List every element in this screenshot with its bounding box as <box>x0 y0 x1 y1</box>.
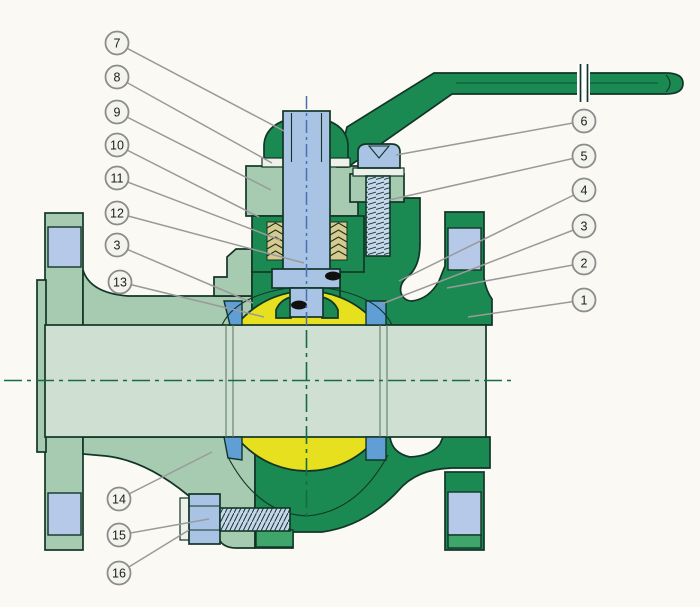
callout-number: 16 <box>112 567 126 581</box>
body-stud-bolt <box>352 143 405 257</box>
callout-number: 11 <box>111 172 124 186</box>
callout-bubble <box>107 269 133 295</box>
drain-threads <box>220 508 290 531</box>
callout-number: 4 <box>581 184 588 198</box>
callout-6: 6 <box>395 108 597 156</box>
callout-bubble <box>571 177 597 203</box>
callout-bubble <box>571 143 597 169</box>
seat-ring-bottom-right <box>365 436 387 461</box>
callout-3-left: 3 <box>104 232 254 304</box>
callout-3-right: 3 <box>378 213 597 306</box>
callout-number: 8 <box>114 71 121 85</box>
right-flange-lug-bottom-cap <box>447 534 482 549</box>
seat-ring-top-right <box>365 300 387 326</box>
bolt-washer <box>352 167 405 177</box>
callout-number: 12 <box>110 207 124 221</box>
callout-13: 13 <box>107 269 265 318</box>
left-flange-bolt-hole-top <box>47 226 82 268</box>
leader-line <box>116 42 285 132</box>
callout-bubble <box>104 132 130 158</box>
callout-11: 11 <box>104 165 281 241</box>
callout-bubble <box>571 108 597 134</box>
leader-line <box>118 518 210 536</box>
callout-bubble <box>571 250 597 276</box>
callout-1: 1 <box>467 287 597 318</box>
callout-10: 10 <box>104 132 260 218</box>
leader-line <box>388 155 585 201</box>
bolt-head <box>357 143 401 169</box>
callout-number: 6 <box>581 115 588 129</box>
callout-16: 16 <box>106 529 190 586</box>
right-flange-bolt-hole-bottom <box>447 491 482 536</box>
callout-7: 7 <box>104 30 285 132</box>
stem <box>271 110 341 318</box>
callout-12: 12 <box>104 200 305 264</box>
callout-bubble <box>104 232 130 258</box>
callout-9: 9 <box>104 99 272 191</box>
callout-bubble <box>104 200 130 226</box>
callout-bubble <box>104 165 130 191</box>
leader-line <box>116 177 281 241</box>
callout-5: 5 <box>388 143 597 201</box>
callout-14: 14 <box>106 451 213 512</box>
callout-bubble <box>571 287 597 313</box>
leader-line <box>116 212 305 264</box>
bolt-threads <box>366 176 390 256</box>
callout-4: 4 <box>398 177 597 282</box>
callout-number: 13 <box>113 276 127 290</box>
callout-bubble <box>106 486 132 512</box>
callout-number: 15 <box>112 529 126 543</box>
leader-line <box>446 262 585 289</box>
packing-chevrons-left <box>266 222 285 257</box>
stem-thrust-seal <box>325 271 341 281</box>
drain-plug <box>179 493 291 545</box>
callout-number: 10 <box>110 139 124 153</box>
seat-ring-bottom-left <box>223 436 243 461</box>
leader-line <box>116 76 273 164</box>
callout-number: 3 <box>581 220 588 234</box>
callout-number: 7 <box>114 37 121 51</box>
callout-2: 2 <box>446 250 597 289</box>
leader-line <box>378 225 585 306</box>
left-flange-bolt-hole-bottom <box>47 492 82 536</box>
handle-arm <box>335 72 684 168</box>
body-bottom-foot <box>255 529 294 548</box>
callout-number: 9 <box>114 106 121 120</box>
leader-line <box>116 244 254 304</box>
leader-line <box>116 111 272 191</box>
leader-line <box>118 529 190 574</box>
drain-bolt-head <box>188 493 221 545</box>
callout-bubble <box>106 560 132 586</box>
drain-washer <box>179 497 190 541</box>
callout-number: 14 <box>112 493 126 507</box>
leader-line <box>116 144 260 218</box>
handle-lever <box>335 64 684 168</box>
callout-8: 8 <box>104 64 273 164</box>
leader-line <box>119 281 265 318</box>
stem-seal-left <box>291 300 307 310</box>
callout-bubble <box>104 30 130 56</box>
callout-bubble <box>106 522 132 548</box>
handle-end-curve <box>665 74 671 93</box>
right-flange-lug-bottom <box>444 471 485 551</box>
callout-number: 3 <box>114 239 121 253</box>
leader-line <box>467 299 585 318</box>
bolt-head-notch <box>367 145 391 159</box>
callout-bubble <box>104 99 130 125</box>
callout-number: 5 <box>581 150 588 164</box>
leader-line <box>398 189 585 282</box>
leader-line <box>118 451 213 500</box>
callout-number: 1 <box>581 294 588 308</box>
callout-number: 2 <box>581 257 588 271</box>
packing-chevrons-right <box>329 222 348 257</box>
callout-15: 15 <box>106 518 210 548</box>
leader-line <box>395 120 585 156</box>
callout-bubble <box>104 64 130 90</box>
callout-bubble <box>571 213 597 239</box>
